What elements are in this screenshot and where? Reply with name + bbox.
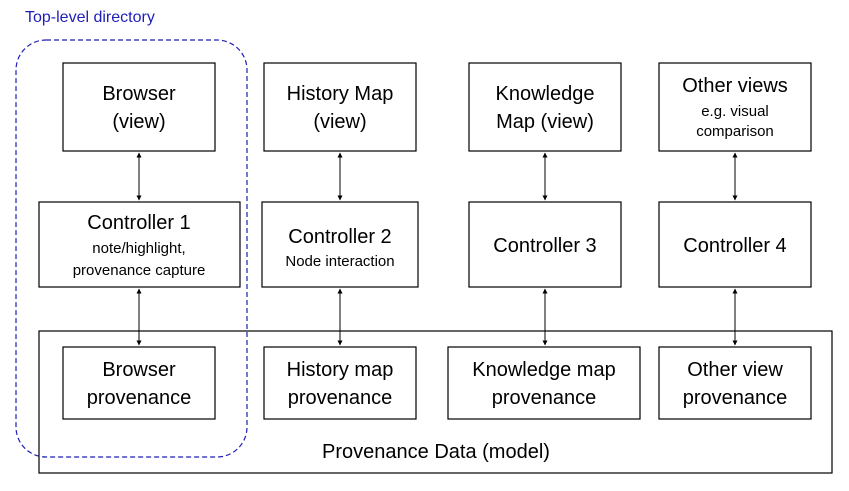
controller-sub-label-line: Node interaction [285,253,394,270]
view-sub-label-line: e.g. visual [701,103,769,120]
provenance-label-line: provenance [492,387,597,409]
provenance-label-line: Other view [687,359,783,381]
controller-box-1: Controller 1 note/highlight, provenance … [38,201,241,288]
connectors-controller-provenance [136,288,738,346]
provenance-box-browser: Browser provenance [62,346,216,420]
controller-row: Controller 1 note/highlight, provenance … [38,201,812,288]
controller-sub-label-line: provenance capture [73,262,206,279]
provenance-row: Browser provenance History map provenanc… [62,346,812,420]
controller-box-4: Controller 4 [658,201,812,288]
view-label-line: (view) [313,111,366,133]
provenance-box-knowledge-map: Knowledge map provenance [447,346,641,420]
provenance-label-line: provenance [288,387,393,409]
view-box-history-map: History Map (view) [263,62,417,152]
view-label-line: Other views [682,75,788,97]
controller-box-2: Controller 2 Node interaction [261,201,419,288]
provenance-model-label: Provenance Data (model) [322,441,550,463]
view-box-browser: Browser (view) [62,62,216,152]
controller-label: Controller 4 [683,235,786,257]
view-label-line: History Map [287,83,394,105]
connectors-view-controller [136,152,738,201]
controller-label: Controller 2 [288,226,391,248]
view-label-line: (view) [112,111,165,133]
view-label-line: Map (view) [496,111,594,133]
view-box-knowledge-map: Knowledge Map (view) [468,62,622,152]
view-sub-label-line: comparison [696,123,774,140]
view-box-other-views: Other views e.g. visual comparison [658,62,812,152]
provenance-model-container [38,330,833,474]
provenance-box-history-map: History map provenance [263,346,417,420]
top-level-directory-group [15,39,248,458]
view-label-line: Knowledge [496,83,595,105]
controller-box-3: Controller 3 [468,201,622,288]
view-row: Browser (view) History Map (view) Knowle… [62,62,812,152]
provenance-label-line: History map [287,359,394,381]
provenance-box-other-view: Other view provenance [658,346,812,420]
provenance-label-line: Browser [102,359,176,381]
controller-label: Controller 3 [493,235,596,257]
controller-label: Controller 1 [87,212,190,234]
controller-sub-label-line: note/highlight, [92,240,185,257]
view-label-line: Browser [102,83,176,105]
provenance-label-line: provenance [87,387,192,409]
top-level-directory-label: Top-level directory [25,9,155,26]
provenance-label-line: Knowledge map [472,359,615,381]
provenance-label-line: provenance [683,387,788,409]
